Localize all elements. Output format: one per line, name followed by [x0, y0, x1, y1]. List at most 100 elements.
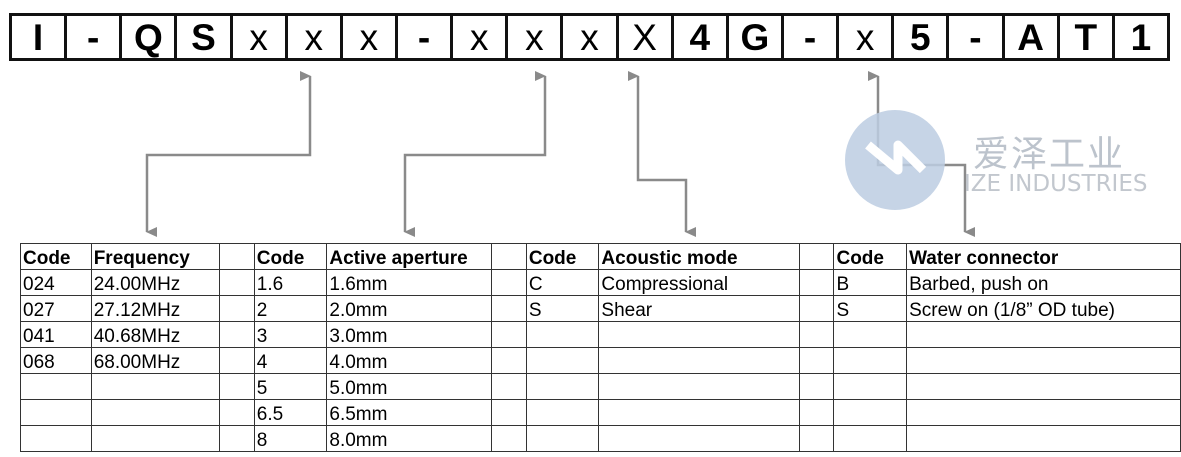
code-cell: 027: [20, 295, 92, 322]
description-cell: [906, 347, 1181, 374]
code-cell: B: [833, 269, 908, 296]
spacer-cell: [798, 269, 835, 296]
code-cell: 6.5: [253, 399, 328, 426]
spacer-cell: [218, 425, 255, 452]
description-cell: 5.0mm: [326, 373, 492, 400]
description-cell: 8.0mm: [326, 425, 492, 452]
code-cell: [20, 373, 92, 400]
code-segment: x: [288, 16, 343, 58]
code-segment: -: [784, 16, 840, 58]
code-header: Code: [525, 243, 600, 270]
spacer-cell: [798, 399, 835, 426]
watermark-chinese-text: 爱泽工业: [973, 134, 1126, 175]
spacer-cell: [798, 347, 835, 374]
arrow-acoustic-mode: [628, 71, 696, 237]
code-cell: [525, 321, 600, 348]
spacer-cell: [490, 425, 527, 452]
spacer-cell: [218, 295, 255, 322]
code-segment: A: [1005, 16, 1060, 58]
code-segment: 1: [1130, 16, 1152, 58]
code-cell: [525, 425, 600, 452]
code-cell: C: [525, 269, 600, 296]
spacer-cell: [798, 373, 835, 400]
description-cell: 2.0mm: [326, 295, 492, 322]
code-cell: 024: [20, 269, 92, 296]
description-cell: [598, 373, 800, 400]
code-cell: 8: [253, 425, 328, 452]
code-segment: x: [508, 16, 564, 58]
description-cell: [906, 321, 1181, 348]
description-header: Acoustic mode: [598, 243, 800, 270]
spacer-cell: [490, 295, 527, 322]
code-cell: [525, 373, 600, 400]
code-header: Code: [20, 243, 92, 270]
description-cell: Screw on (1/8” OD tube): [906, 295, 1181, 322]
code-cell: [20, 425, 92, 452]
spacer-cell: [218, 399, 255, 426]
code-cell: 3: [253, 321, 328, 348]
code-cell: [833, 347, 908, 374]
code-cell: S: [833, 295, 908, 322]
description-cell: [598, 321, 800, 348]
description-header: Water connector: [906, 243, 1181, 270]
description-cell: Barbed, push on: [906, 269, 1181, 296]
code-segment: x: [343, 16, 398, 58]
description-cell: 1.6mm: [326, 269, 492, 296]
code-cell: 1.6: [253, 269, 328, 296]
code-header: Code: [253, 243, 328, 270]
description-cell: 68.00MHz: [90, 347, 220, 374]
spacer-cell: [490, 321, 527, 348]
spacer-cell: [798, 425, 835, 452]
code-cell: 4: [253, 347, 328, 374]
code-segment: T: [1060, 16, 1115, 58]
description-cell: [598, 425, 800, 452]
description-cell: Compressional: [598, 269, 800, 296]
code-cell: 2: [253, 295, 328, 322]
code-header: Code: [833, 243, 908, 270]
description-cell: 6.5mm: [326, 399, 492, 426]
code-cell: [20, 399, 92, 426]
spacer-cell: [218, 347, 255, 374]
code-cell: [833, 425, 908, 452]
arrow-aperture: [403, 71, 547, 237]
description-cell: [598, 399, 800, 426]
description-cell: 24.00MHz: [90, 269, 220, 296]
code-cell: 068: [20, 347, 92, 374]
spacer-cell: [490, 373, 527, 400]
description-cell: [90, 373, 220, 400]
description-cell: 27.12MHz: [90, 295, 220, 322]
code-segment: x: [233, 16, 288, 58]
description-cell: [598, 347, 800, 374]
description-cell: [906, 373, 1181, 400]
code-segment: Q: [122, 16, 178, 58]
code-segment: G: [729, 16, 784, 58]
spacer-cell: [490, 399, 527, 426]
code-cell: [833, 321, 908, 348]
description-header: Active aperture: [326, 243, 492, 270]
description-header: Frequency: [90, 243, 220, 270]
code-cell: 5: [253, 373, 328, 400]
spacer-cell: [798, 321, 835, 348]
watermark-english-text: IZE INDUSTRIES: [964, 171, 1148, 197]
spacer-cell: [798, 243, 835, 270]
spacer-cell: [218, 373, 255, 400]
spacer-cell: [798, 295, 835, 322]
spacer-cell: [490, 347, 527, 374]
description-cell: 4.0mm: [326, 347, 492, 374]
code-cell: [833, 399, 908, 426]
code-segment: S: [177, 16, 233, 58]
code-segment: -: [67, 16, 123, 58]
code-cell: S: [525, 295, 600, 322]
description-cell: [90, 399, 220, 426]
description-cell: [906, 399, 1181, 426]
code-segment: -: [949, 16, 1005, 58]
code-cell: [525, 399, 600, 426]
